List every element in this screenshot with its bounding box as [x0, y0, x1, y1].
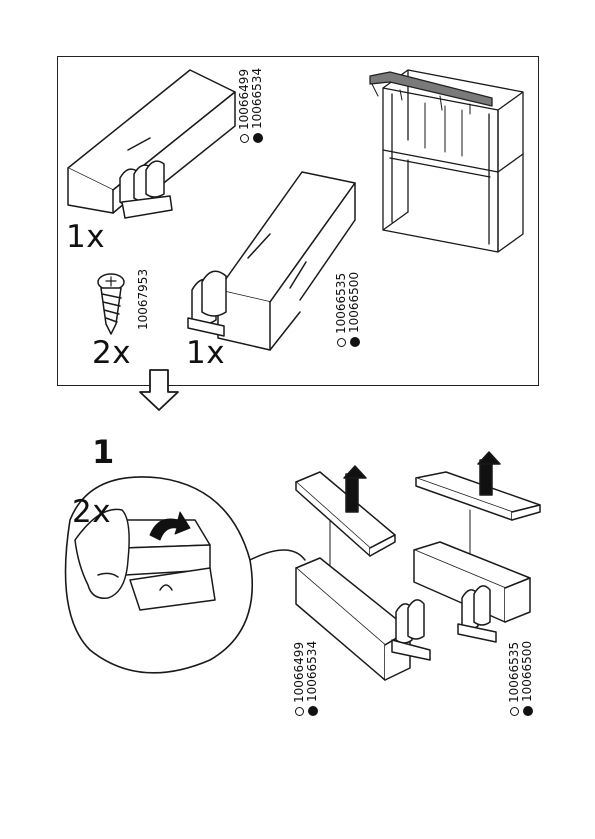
parts-set-a-codes: 10066499 10066534: [238, 68, 264, 143]
cover-part-long-icon: [68, 70, 235, 218]
white-circle-icon: [295, 707, 304, 716]
parts-set-b-codes: 10066535 10066500: [335, 272, 361, 347]
screw-icon: [98, 274, 124, 334]
step-set-b-codes: 10066535 10066500: [508, 641, 534, 716]
white-circle-icon: [510, 707, 519, 716]
step-part-b: [414, 452, 540, 642]
screw-qty: 2x: [92, 338, 131, 369]
shelf-unit-icon: [370, 70, 523, 252]
screw-code: 10067953: [137, 269, 150, 330]
white-circle-icon: [337, 338, 346, 347]
step-set-a-codes: 10066499 10066534: [293, 641, 319, 716]
black-circle-icon: [253, 133, 263, 143]
cover-long-qty: 1x: [66, 222, 105, 253]
cover-short-qty: 1x: [186, 338, 225, 369]
black-circle-icon: [350, 337, 360, 347]
step-number: 1: [92, 436, 114, 468]
detail-qty: 2x: [72, 497, 111, 528]
down-arrow-icon: [140, 370, 178, 410]
cover-part-short-icon: [188, 172, 355, 350]
black-circle-icon: [308, 706, 318, 716]
black-circle-icon: [523, 706, 533, 716]
white-circle-icon: [240, 134, 249, 143]
